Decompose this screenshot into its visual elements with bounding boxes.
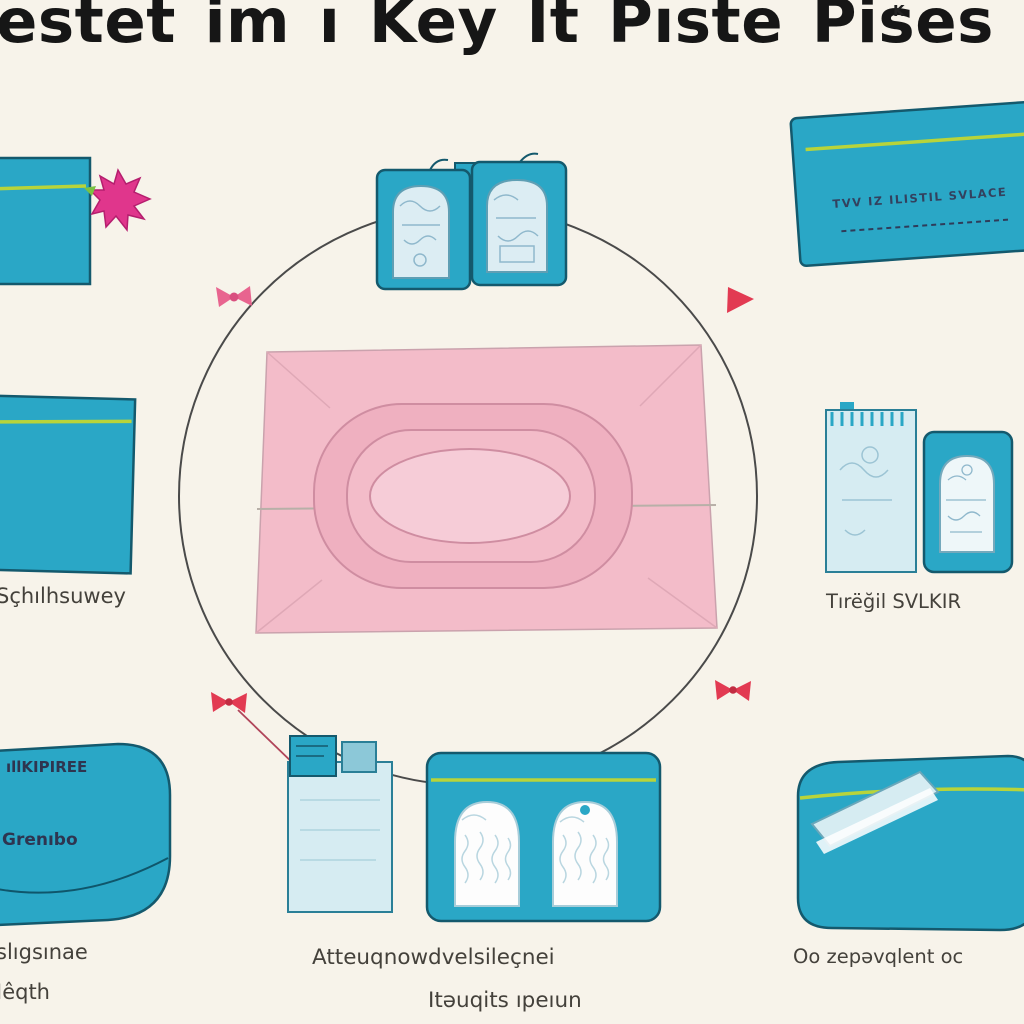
clear-case [287, 735, 393, 913]
ribbon-string [237, 709, 299, 769]
title-mark: K [893, 2, 905, 20]
bow-top-left-icon [216, 286, 252, 307]
caption-bottom-center-line1: Atteuqnowdvelsileçnei [312, 945, 555, 970]
pink-envelope-illustration [255, 344, 718, 634]
page-title: estet im ı Key İt Pıste Pises [0, 0, 994, 57]
teal-card-with-sketch [922, 430, 1014, 574]
bow-bottom-right-icon [715, 680, 751, 701]
scrunchie-icon [88, 168, 152, 233]
teal-card [789, 99, 1024, 268]
teal-pouch-with-strip [796, 754, 1024, 932]
caption-bottom-left-line1: slıgsınae [0, 940, 88, 964]
open-case-illustration [375, 152, 568, 291]
pouch-label-line2: Grenıbo [2, 830, 78, 850]
clear-pouch [825, 402, 917, 573]
bow-bottom-left-icon [211, 692, 299, 769]
caption-bottom-left-line2: Iêqth [0, 980, 50, 1004]
arrow-top-right-icon [727, 287, 754, 313]
caption-bottom-right: Oo zepəvqlent oc [793, 945, 964, 968]
teal-case-with-inserts [425, 751, 662, 923]
caption-mid-right: Tırëğil SVLKIR [826, 590, 961, 613]
caption-bottom-center-line2: Itəuqits ıpeıun [428, 988, 582, 1013]
teal-pouch-mid-left [0, 393, 137, 575]
caption-mid-left: Sçhılhsuwey [0, 584, 126, 608]
teal-pouch-bottom-left [0, 742, 172, 927]
pouch-label-line1: ıllKIPIREE [6, 758, 88, 776]
teal-pouch-with-scrunchie [0, 156, 152, 286]
leaf-icon [84, 186, 96, 196]
